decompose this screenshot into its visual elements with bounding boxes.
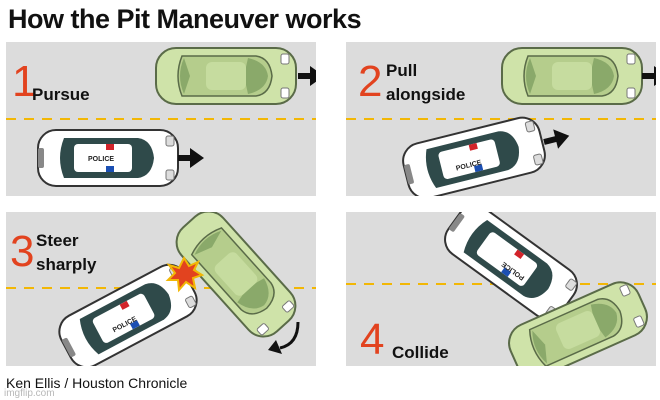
arrow-icon: [541, 126, 572, 152]
step-panel-3: POLICE 3 Steer sharply: [6, 212, 316, 366]
arrow-head-icon: [268, 340, 282, 354]
arrow-icon: [298, 66, 316, 86]
step-label: Pursue: [32, 85, 90, 104]
step-number: 4: [360, 315, 384, 364]
impact-burst-icon: [165, 255, 205, 293]
step-panel-2: POLICE 2 Pull alongside: [346, 42, 656, 196]
step-label: sharply: [36, 255, 97, 274]
step-panel-4: POLICE 4 Collide: [346, 212, 656, 366]
watermark: imgflip.com: [4, 388, 55, 399]
arrow-icon: [642, 66, 656, 86]
step-label: Pull: [386, 61, 417, 80]
police-car: [398, 112, 550, 196]
page-title: How the Pit Maneuver works: [8, 4, 362, 34]
police-label: POLICE: [88, 156, 114, 163]
curved-arrow-icon: [279, 321, 300, 350]
step-number: 2: [358, 57, 382, 106]
suspect-car: [155, 47, 297, 105]
step-number: 1: [12, 57, 36, 106]
step-number: 3: [10, 227, 34, 276]
step-panel-1: POLICE 1 Pursue: [6, 42, 316, 196]
credit-text: Ken Ellis / Houston Chronicle: [6, 375, 188, 391]
suspect-car: [501, 47, 643, 105]
step-label: Collide: [392, 343, 449, 362]
step-label: Steer: [36, 231, 79, 250]
arrow-icon: [178, 148, 204, 168]
step-label: alongside: [386, 85, 465, 104]
